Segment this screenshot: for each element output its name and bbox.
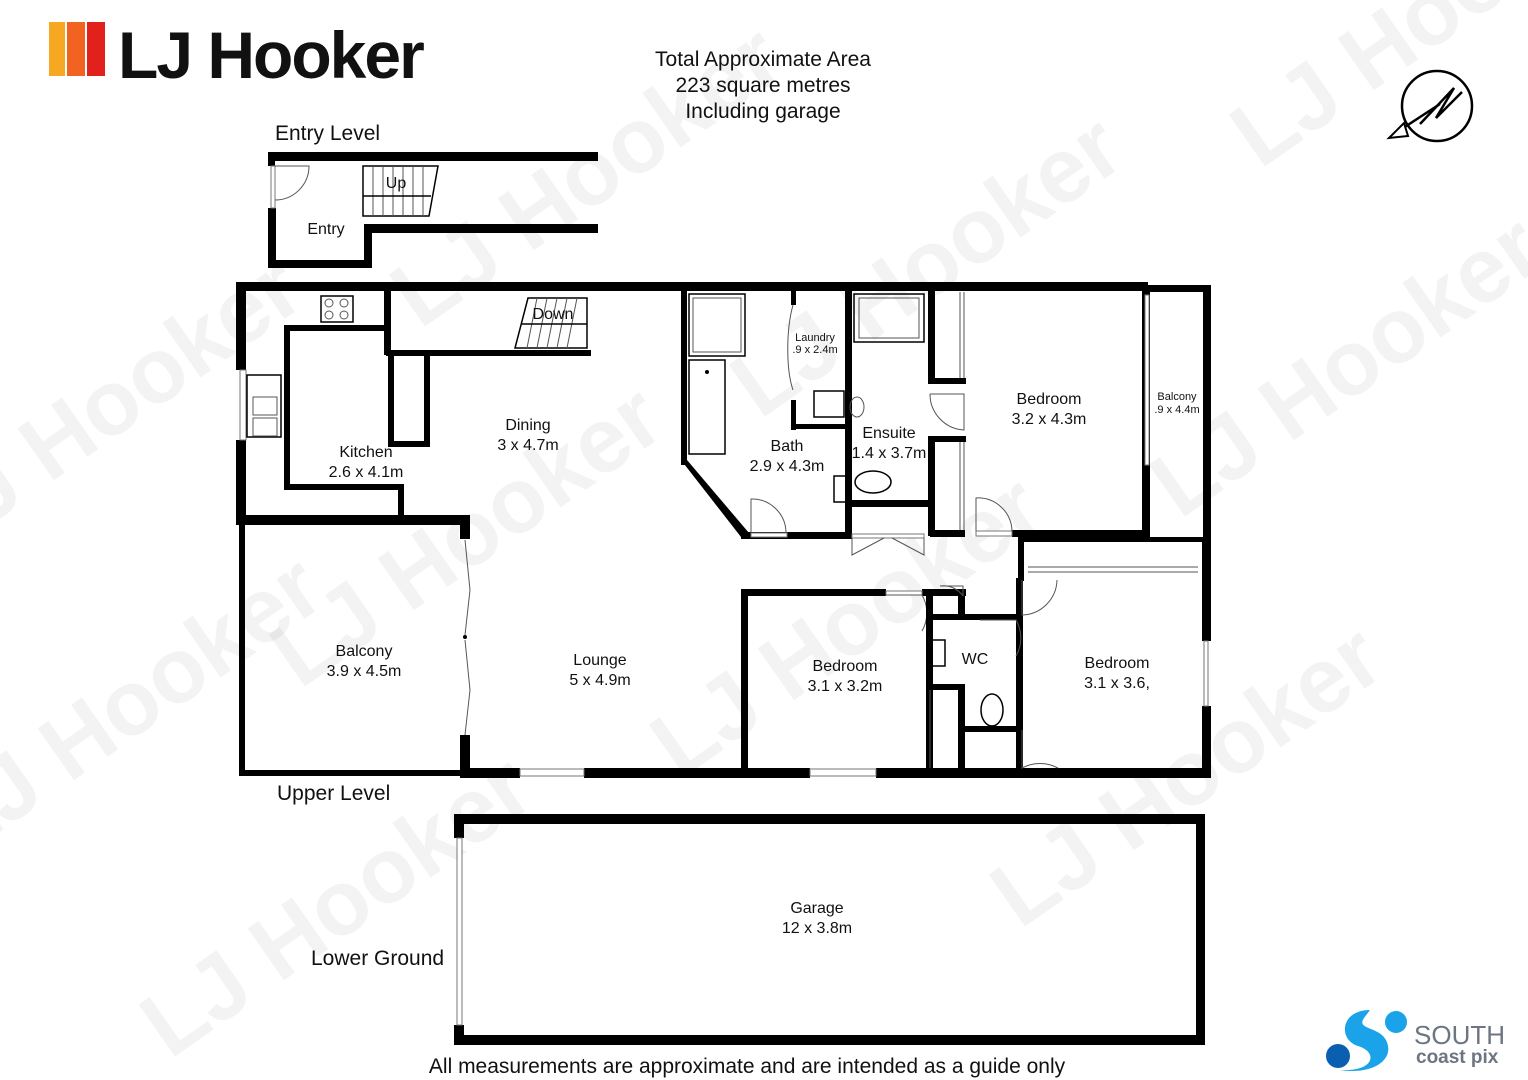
- label-dining: Dining: [505, 417, 550, 434]
- upper-level-label: Upper Level: [277, 782, 390, 805]
- credit-line2: coast pix: [1416, 1047, 1499, 1068]
- area-note: Including garage: [685, 100, 840, 123]
- credit-line1: SOUTH: [1414, 1020, 1505, 1050]
- label-bedroom-main: Bedroom: [1017, 391, 1082, 408]
- area-value: 223 square metres: [675, 74, 850, 97]
- entry-level-plan: Entry Level Up Entry: [268, 122, 598, 268]
- size-bedroom-three: 3.1 x 3.6,: [1084, 675, 1150, 692]
- label-bedroom-two: Bedroom: [813, 658, 878, 675]
- size-lounge: 5 x 4.9m: [569, 672, 630, 689]
- size-balcony-large: 3.9 x 4.5m: [327, 663, 402, 680]
- label-down: Down: [533, 306, 574, 323]
- watermark: LJ Hooker: [1213, 0, 1528, 186]
- label-up: Up: [386, 175, 407, 192]
- label-balcony-large: Balcony: [336, 643, 393, 660]
- size-laundry: .9 x 2.4m: [792, 344, 837, 356]
- stair-up: [362, 165, 439, 217]
- brand-logo: LJ Hooker: [49, 18, 426, 92]
- label-lounge: Lounge: [573, 652, 626, 669]
- brand-stripe-red: [87, 22, 105, 76]
- size-bedroom-main: 3.2 x 4.3m: [1012, 411, 1087, 428]
- size-bedroom-two: 3.1 x 3.2m: [808, 678, 883, 695]
- watermark: LJ Hooker: [1133, 195, 1528, 537]
- watermark: LJ Hooker: [0, 535, 340, 877]
- label-kitchen: Kitchen: [339, 444, 392, 461]
- watermark: LJ Hooker: [713, 95, 1140, 437]
- label-entry: Entry: [307, 221, 344, 238]
- entry-level-label: Entry Level: [275, 122, 380, 145]
- upper-level-plan: Down: [236, 282, 1211, 805]
- label-garage: Garage: [790, 900, 843, 917]
- brand-stripe-orange: [67, 22, 85, 76]
- size-bath: 2.9 x 4.3m: [750, 458, 825, 475]
- brand-stripe-yellow: [49, 22, 65, 76]
- label-laundry: Laundry: [795, 332, 835, 344]
- south-coast-pix-logo: SOUTH coast pix: [1326, 1010, 1505, 1071]
- label-wc: WC: [962, 651, 989, 668]
- stair-down: [514, 297, 588, 349]
- area-title: Total Approximate Area: [655, 48, 871, 71]
- label-bedroom-three: Bedroom: [1085, 655, 1150, 672]
- bifold-doors: [463, 539, 471, 736]
- lower-ground-plan: Garage 12 x 3.8m Lower Ground: [311, 814, 1205, 1045]
- north-arrow-icon: [1386, 69, 1474, 143]
- label-bath: Bath: [771, 438, 804, 455]
- area-summary: Total Approximate Area 223 square metres…: [655, 48, 871, 123]
- size-kitchen: 2.6 x 4.1m: [329, 464, 404, 481]
- label-balcony-small: Balcony: [1157, 391, 1197, 403]
- size-garage: 12 x 3.8m: [782, 920, 852, 937]
- brand-name: LJ Hooker: [118, 18, 424, 92]
- size-dining: 3 x 4.7m: [497, 437, 558, 454]
- label-ensuite: Ensuite: [862, 425, 915, 442]
- disclaimer-text: All measurements are approximate and are…: [429, 1055, 1066, 1078]
- size-balcony-small: .9 x 4.4m: [1154, 404, 1199, 416]
- size-ensuite: 1.4 x 3.7m: [852, 445, 927, 462]
- lower-ground-label: Lower Ground: [311, 947, 444, 970]
